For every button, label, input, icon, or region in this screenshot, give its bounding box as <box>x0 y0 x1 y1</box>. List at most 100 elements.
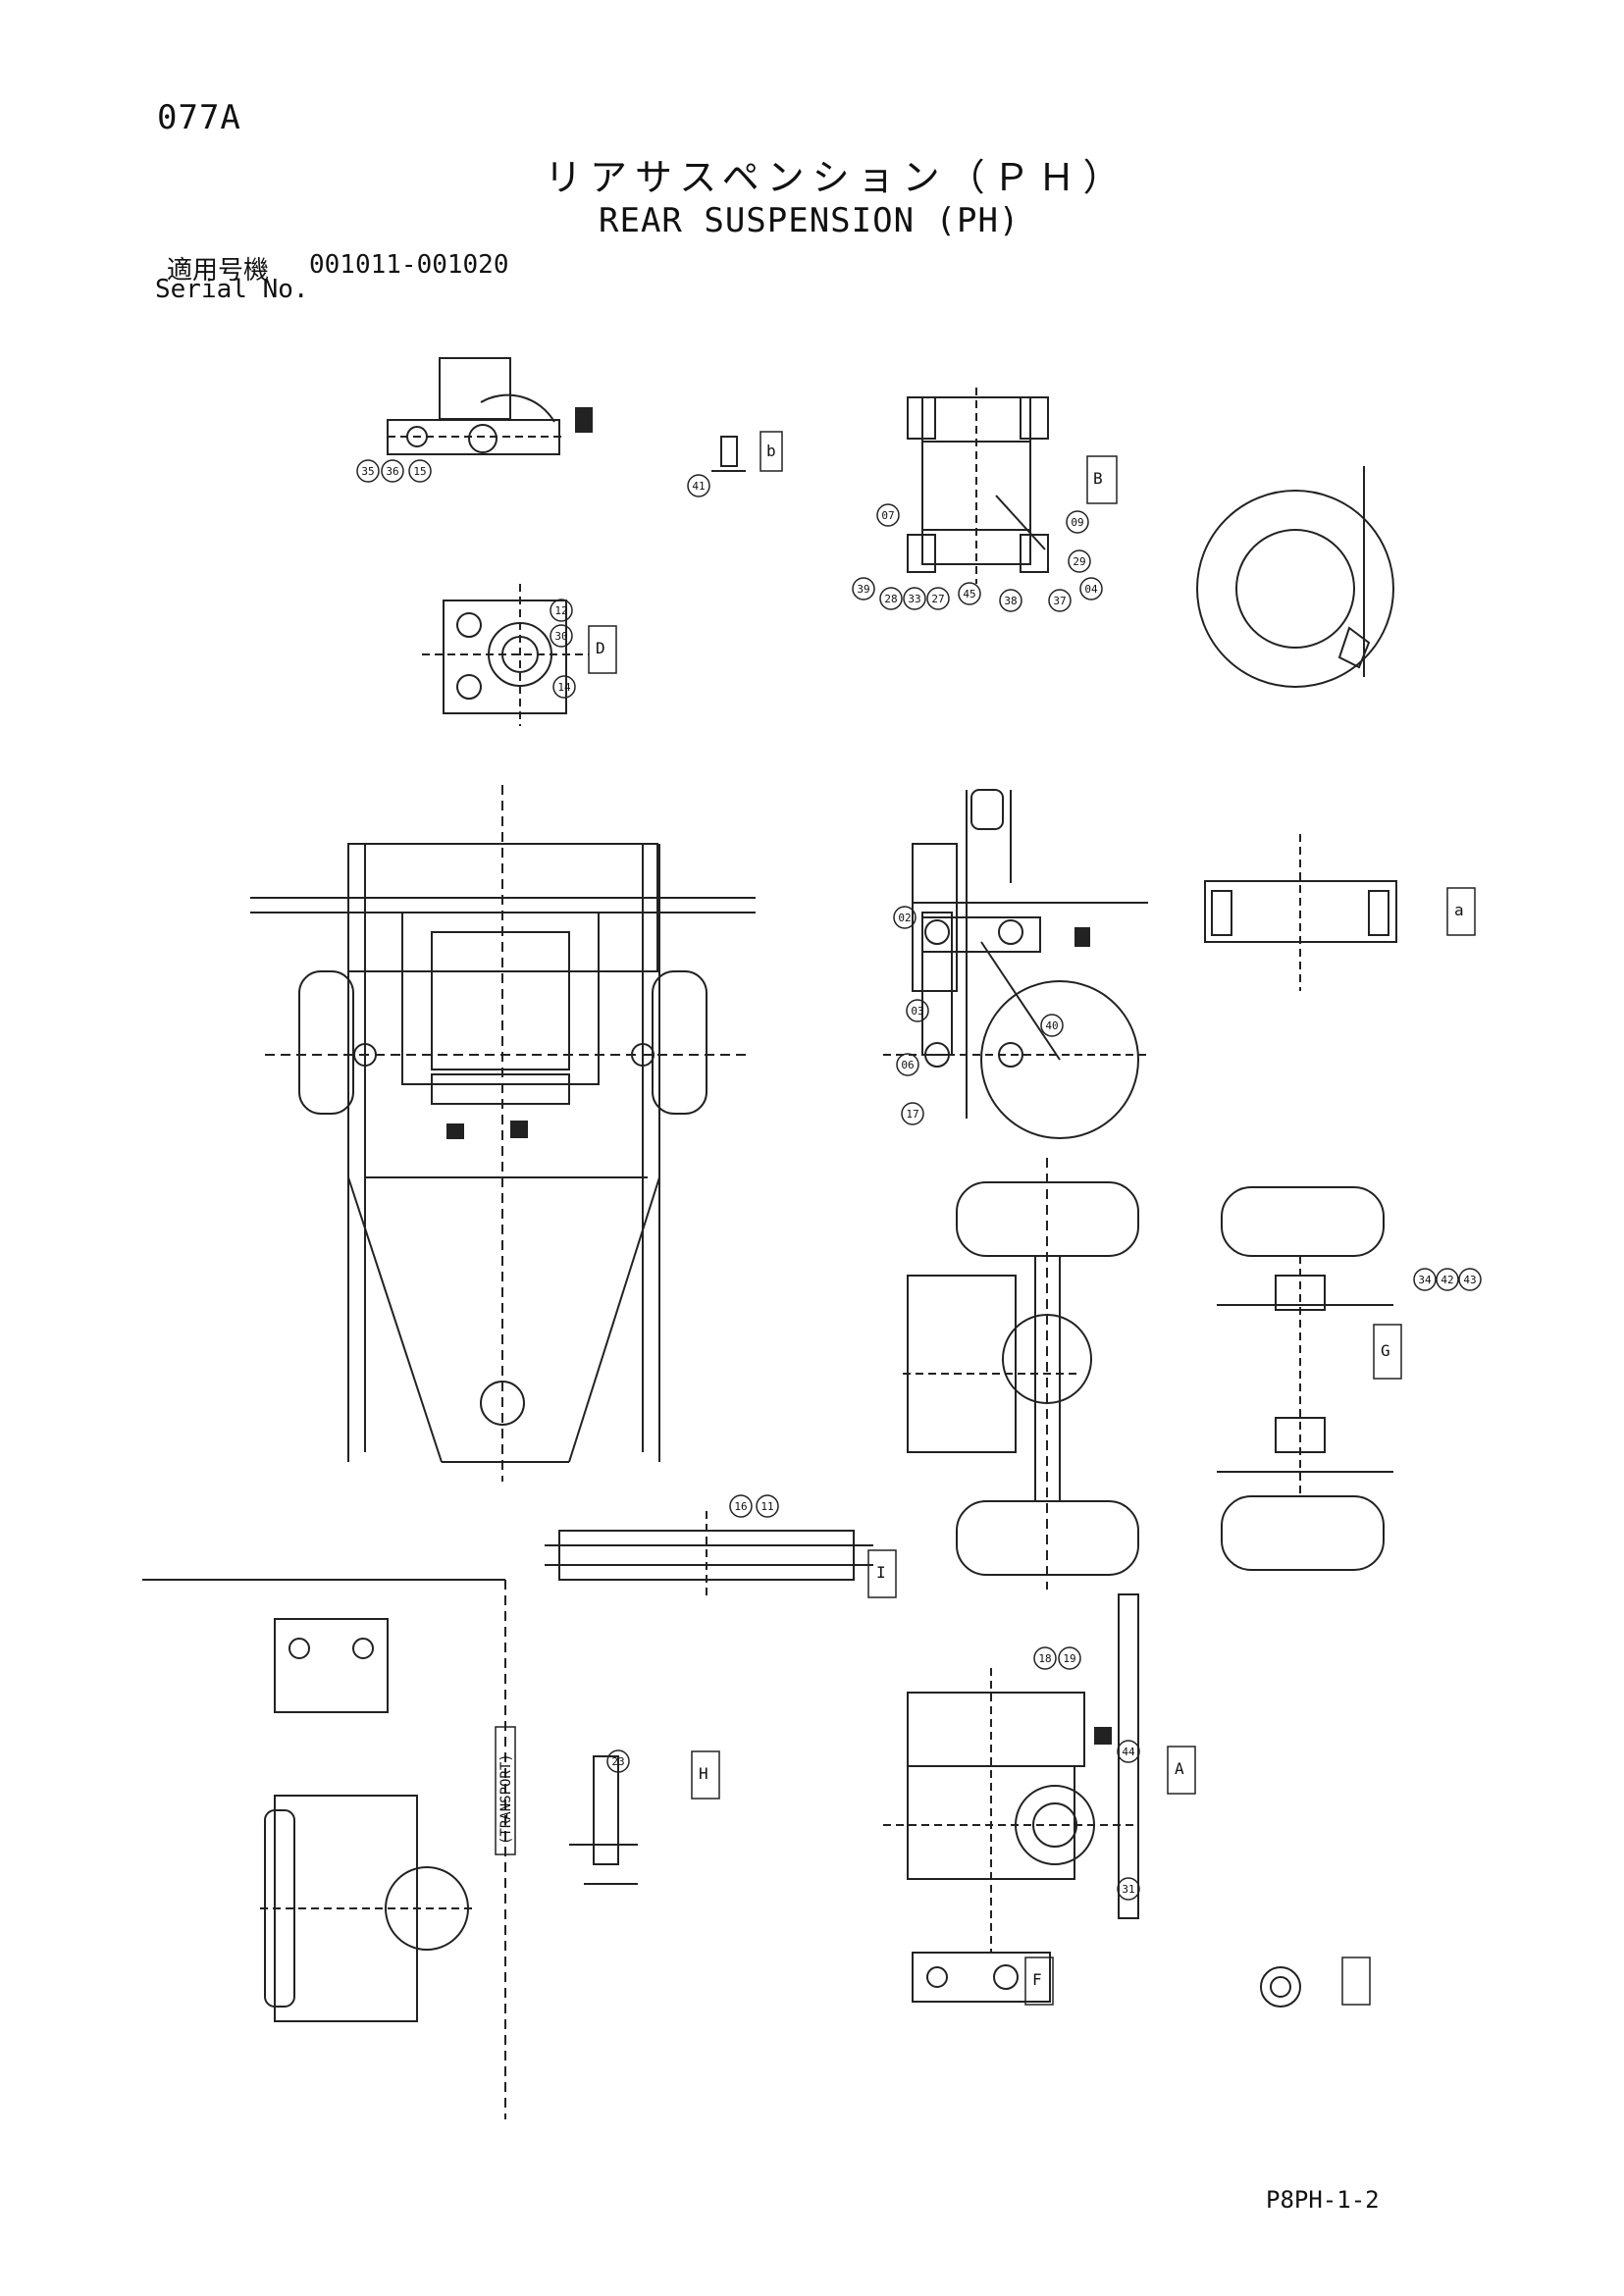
part-callout-number: 41 <box>692 480 705 493</box>
detail-small-circle <box>1260 1966 1301 2008</box>
part-callout-circle <box>1436 1268 1459 1291</box>
part-callout-circle <box>879 587 903 610</box>
part-callout-number: 06 <box>901 1059 914 1071</box>
part-callout-circle <box>356 459 380 483</box>
part-callout-circle <box>381 459 404 483</box>
direction-arrow-top <box>575 407 593 433</box>
part-callout-circle <box>756 1494 779 1518</box>
direction-arrow-view-a <box>1094 1727 1112 1745</box>
view-top-left <box>387 357 564 455</box>
part-callout-number: 11 <box>760 1500 773 1513</box>
section-b-detail <box>711 436 746 472</box>
part-callout-circle <box>1033 1646 1057 1670</box>
part-callout-number: 29 <box>1073 555 1085 568</box>
part-callout-number: 30 <box>554 630 567 643</box>
view-i <box>545 1511 873 1599</box>
part-callout-circle <box>903 587 926 610</box>
part-callout-number: 45 <box>963 588 975 600</box>
serial-range: 001011-001020 <box>309 250 509 280</box>
part-callout-number: 38 <box>1004 595 1017 607</box>
part-callout-circle <box>1058 1646 1081 1670</box>
part-callout-circle <box>1079 577 1103 600</box>
part-callout-number: 34 <box>1418 1274 1432 1286</box>
section-tag-i: I <box>876 1563 886 1582</box>
part-callout-circle <box>1117 1740 1140 1763</box>
part-callout-number: 28 <box>884 593 897 605</box>
part-callout-number: 35 <box>361 465 374 478</box>
part-callout-number: 14 <box>557 681 571 694</box>
part-callout-circle <box>876 503 900 527</box>
part-callout-circle <box>999 589 1022 612</box>
section-tag-d: D <box>596 639 605 657</box>
part-callout-circle <box>1048 589 1072 612</box>
section-tag-a-lower: a <box>1454 901 1464 919</box>
part-callout-number: 04 <box>1084 583 1098 596</box>
part-callout-circle <box>1040 1014 1064 1037</box>
part-callout-number: 18 <box>1038 1652 1051 1665</box>
part-callout-number: 42 <box>1441 1274 1453 1286</box>
part-callout-number: 12 <box>554 604 567 617</box>
part-callout-number: 07 <box>881 509 894 522</box>
part-callout-number: 27 <box>931 593 944 605</box>
view-g <box>1217 1186 1393 1571</box>
part-callout-circle <box>729 1494 753 1518</box>
part-callout-number: 43 <box>1463 1274 1476 1286</box>
view-h <box>569 1755 638 1885</box>
part-callout-number: 40 <box>1045 1019 1058 1032</box>
part-callout-circle <box>606 1749 630 1773</box>
wheel-detail <box>1196 466 1394 688</box>
page-code: 077A <box>157 98 241 137</box>
part-callout-circle <box>1066 510 1089 534</box>
transport-view <box>260 1618 476 2022</box>
axle-assembly <box>903 1158 1139 1590</box>
section-tag-h: H <box>699 1764 708 1783</box>
part-callout-circle <box>687 474 710 497</box>
part-callout-circle <box>906 999 929 1022</box>
part-callout-number: 39 <box>857 583 869 596</box>
part-callout-circle <box>926 587 950 610</box>
part-callout-circle <box>852 577 875 600</box>
part-callout-number: 03 <box>911 1005 923 1018</box>
part-callout-circle <box>408 459 432 483</box>
part-callout-number: 33 <box>908 593 920 605</box>
view-d <box>422 584 589 726</box>
part-callout-number: 17 <box>906 1108 918 1121</box>
part-callout-number: 31 <box>1122 1883 1134 1896</box>
transport-label: (TRANSPORT) <box>498 1753 514 1845</box>
direction-arrow-right <box>510 1121 528 1138</box>
section-tag-b-lower: b <box>766 442 776 460</box>
view-b-frame <box>907 388 1049 584</box>
part-callout-number: 36 <box>386 465 398 478</box>
part-callout-circle <box>550 624 573 648</box>
main-chassis-view <box>250 785 756 1482</box>
serial-label-japanese: 適用号機 <box>167 256 270 286</box>
part-callout-number: 09 <box>1071 516 1083 529</box>
section-tag-a: A <box>1175 1759 1184 1778</box>
view-f <box>912 1952 1051 2003</box>
part-callout-circle <box>893 906 917 929</box>
side-view <box>883 789 1148 1139</box>
part-callout-circle <box>552 675 576 699</box>
part-callout-number: 23 <box>611 1755 624 1768</box>
part-callout-circle <box>550 599 573 622</box>
part-callout-number: 02 <box>898 912 911 924</box>
part-callout-number: 37 <box>1053 595 1066 607</box>
part-callout-circle <box>1068 549 1091 573</box>
direction-arrow-mid <box>1074 927 1090 947</box>
footer-drawing-code: P8PH-1-2 <box>1266 2186 1380 2214</box>
part-callout-number: 44 <box>1122 1746 1135 1758</box>
part-callout-circle <box>1413 1268 1437 1291</box>
part-callout-circle <box>896 1053 919 1076</box>
part-callout-circle <box>958 582 981 605</box>
section-tag-f: F <box>1032 1970 1042 1989</box>
serial-label-english: Serial No. <box>155 275 309 304</box>
part-callout-number: 19 <box>1063 1652 1075 1665</box>
section-tag-b-upper: B <box>1093 469 1103 488</box>
section-tag-g: G <box>1381 1341 1390 1360</box>
part-callout-circle <box>901 1102 924 1125</box>
title-japanese: リアサスペンション（ＰＨ） <box>545 156 1128 199</box>
view-a-main <box>883 1593 1139 1953</box>
part-callout-circle <box>1117 1877 1140 1901</box>
view-a-section <box>1204 834 1397 991</box>
